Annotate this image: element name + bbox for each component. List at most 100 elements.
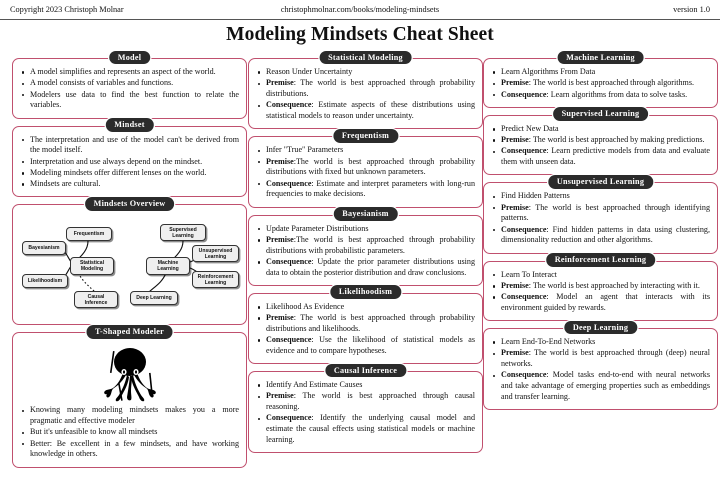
page-title: Modeling Mindsets Cheat Sheet [226, 24, 494, 45]
list-item: Consequence: Update the prior parameter … [256, 257, 475, 279]
list-item: Identify And Estimate Causes [256, 380, 475, 391]
list-item: Consequence: Model an agent that interac… [491, 292, 710, 314]
column-left: Model A model simplifies and represents … [12, 50, 247, 475]
bullet-keyword: Consequence [266, 413, 312, 423]
list-item: Premise: The world is best approached by… [491, 281, 710, 292]
node-label: Likelihoodism [27, 278, 63, 285]
node-likelihoodism[interactable]: Likelihoodism [22, 274, 68, 289]
bullet-keyword: Consequence [501, 146, 547, 156]
bullet-keyword: Premise [501, 135, 529, 144]
list-item: Modelers use data to find the best funct… [20, 90, 239, 112]
node-reinforcement-learning[interactable]: Reinforcement Learning [192, 271, 239, 289]
node-causal-inference[interactable]: Causal Inference [74, 291, 118, 309]
card-title: Mindset [105, 118, 154, 132]
list-item: Premise: The world is best approached th… [491, 203, 710, 225]
list-item: Predict New Data [491, 124, 710, 135]
octopus-icon [20, 343, 239, 405]
node-machine-learning[interactable]: Machine Learning [146, 257, 190, 276]
bullet-keyword: Consequence [266, 335, 312, 344]
list-item: Better: Be excellent in a few mindsets, … [20, 439, 239, 461]
list-item: Premise:The world is best approached thr… [256, 157, 475, 179]
column-right: Machine Learning Learn Algorithms From D… [483, 50, 718, 417]
list-item: Premise: The world is best approached by… [491, 135, 710, 146]
card-title: Causal Inference [324, 363, 407, 378]
node-label: Statistical Modeling [79, 260, 105, 273]
card-title: Supervised Learning [552, 107, 649, 122]
bullet-keyword: Consequence [266, 178, 312, 188]
bullet-keyword: Premise [266, 234, 294, 244]
card-causal-inference: Causal Inference Identify And Estimate C… [248, 363, 483, 453]
node-supervised-learning[interactable]: Supervised Learning [160, 224, 206, 242]
list-item: Premise: The world is best approached th… [256, 313, 475, 335]
node-statistical-modeling[interactable]: Statistical Modeling [70, 257, 114, 276]
list-item: Mindsets are cultural. [20, 179, 239, 190]
list-item: Consequence: Estimate aspects of these d… [256, 100, 475, 122]
bullet-keyword: Consequence [501, 292, 547, 301]
list-item: Premise:The world is best approached thr… [256, 235, 475, 257]
list-item: Premise: The world is best approached th… [491, 78, 710, 89]
card-title: T-Shaped Modeler [86, 324, 173, 339]
card-model: Model A model simplifies and represents … [12, 50, 247, 119]
card-title: Statistical Modeling [319, 50, 412, 65]
version-text: version 1.0 [673, 5, 710, 14]
bullet-list: The interpretation and use of the model … [20, 135, 239, 190]
list-item: Consequence: Estimate and interpret para… [256, 179, 475, 201]
list-item: Consequence: Use the likelihood of stati… [256, 335, 475, 357]
bullet-keyword: Consequence [501, 370, 547, 380]
card-title: Model [108, 50, 151, 65]
bullet-keyword: Premise [501, 348, 529, 358]
node-frequentism[interactable]: Frequentism [66, 227, 112, 242]
bullet-keyword: Premise [266, 391, 294, 401]
list-item: Learn Algorithms From Data [491, 67, 710, 78]
list-item: Infer "True" Parameters [256, 145, 475, 156]
node-label: Unsupervised Learning [198, 247, 233, 260]
card-title: Bayesianism [333, 207, 398, 221]
bullet-keyword: Consequence [501, 224, 547, 234]
card-title: Unsupervised Learning [547, 174, 654, 189]
list-item: Consequence: Learn algorithms from data … [491, 90, 710, 101]
list-item: Modeling mindsets offer different lenses… [20, 168, 239, 179]
card-title: Mindsets Overview [84, 196, 175, 211]
list-item: Interpretation and use always depend on … [20, 157, 239, 168]
card-unsupervised-learning: Unsupervised Learning Find Hidden Patter… [483, 174, 718, 254]
list-item: Consequence: Model tasks end-to-end with… [491, 370, 710, 402]
card-reinforcement-learning: Reinforcement Learning Learn To Interact… [483, 253, 718, 321]
node-label: Causal Inference [84, 293, 108, 306]
bullet-list: Knowing many modeling mindsets makes you… [20, 405, 239, 460]
bullet-keyword: Consequence [266, 256, 312, 266]
diagram-edges [57, 241, 207, 294]
node-bayesianism[interactable]: Bayesianism [22, 241, 66, 256]
list-item: Consequence: Find hidden patterns in dat… [491, 225, 710, 247]
list-item: Learn To Interact [491, 270, 710, 281]
bullet-keyword: Premise [501, 280, 529, 290]
list-item: Reason Under Uncertainty [256, 67, 475, 78]
node-label: Reinforcement Learning [197, 273, 234, 286]
node-label: Deep Learning [136, 295, 172, 302]
node-label: Frequentism [73, 231, 105, 238]
card-mindsets-overview: Mindsets Overview Frequentism Bayesiani [12, 196, 247, 326]
bullet-keyword: Premise [266, 156, 294, 166]
list-item: The interpretation and use of the model … [20, 135, 239, 157]
card-title: Machine Learning [557, 50, 644, 65]
list-item: A model simplifies and represents an asp… [20, 67, 239, 78]
bullet-keyword: Premise [266, 78, 294, 88]
card-statistical-modeling: Statistical Modeling Reason Under Uncert… [248, 50, 483, 130]
node-deep-learning[interactable]: Deep Learning [130, 291, 178, 306]
card-machine-learning: Machine Learning Learn Algorithms From D… [483, 50, 718, 108]
bullet-keyword: Premise [266, 313, 294, 322]
list-item: Consequence: Learn predictive models fro… [491, 146, 710, 168]
list-item: Find Hidden Patterns [491, 191, 710, 202]
node-label: Supervised Learning [169, 226, 197, 239]
list-item: Likelihood As Evidence [256, 302, 475, 313]
node-unsupervised-learning[interactable]: Unsupervised Learning [192, 245, 239, 263]
